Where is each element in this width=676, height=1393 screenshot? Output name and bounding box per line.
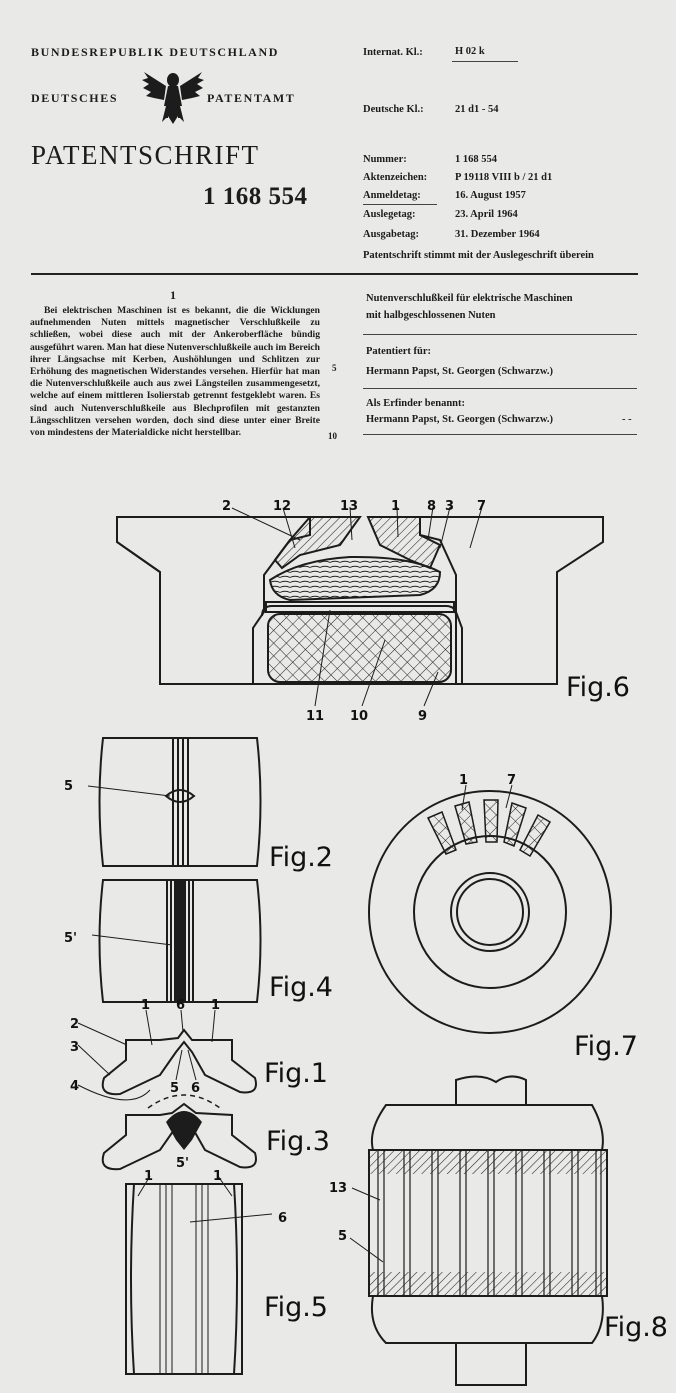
fig8-label-5: 5 <box>338 1229 347 1244</box>
figure-5-wedge-strip <box>125 1183 243 1375</box>
nummer-label: Nummer: <box>363 154 407 165</box>
invention-title-line2: mit halbgeschlossenen Nuten <box>366 310 496 321</box>
fig1-label-4: 4 <box>70 1079 79 1094</box>
anmeldetag-value: 16. August 1957 <box>455 190 526 201</box>
anmeldetag-label: Anmeldetag: <box>363 190 421 201</box>
inventor-value: Hermann Papst, St. Georgen (Schwarzw.) <box>366 414 553 425</box>
intl-class-value: H 02 k <box>455 46 485 57</box>
fig5-label-1b: 1 <box>213 1169 222 1184</box>
fig6-caption: Fig.6 <box>566 672 630 703</box>
figure-6-leader-lines <box>231 506 483 707</box>
description-paragraph: Bei elektrischen Maschinen ist es bekann… <box>30 305 320 439</box>
label-10: 10 <box>350 709 368 724</box>
document-type-title: PATENTSCHRIFT <box>31 140 260 170</box>
fig1-label-6: 6 <box>176 998 185 1013</box>
patented-for-value: Hermann Papst, St. Georgen (Schwarzw.) <box>366 366 553 377</box>
fig1-label-6b: 6 <box>191 1081 200 1096</box>
fig8-caption: Fig.8 <box>604 1312 668 1343</box>
intl-class-label: Internat. Kl.: <box>363 47 423 58</box>
fig3-caption: Fig.3 <box>266 1126 330 1157</box>
nummer-value: 1 168 554 <box>455 154 497 165</box>
column-number: 1 <box>170 288 176 302</box>
label-8: 8 <box>427 499 436 514</box>
office-name-left: DEUTSCHES <box>31 91 119 105</box>
label-7: 7 <box>477 499 486 514</box>
fig5-leaders <box>137 1175 273 1223</box>
fig7-label-1: 1 <box>459 773 468 788</box>
fig1-label-2: 2 <box>70 1017 79 1032</box>
figure-4-wedge-slot <box>98 879 262 1003</box>
fig5-label-1a: 1 <box>144 1169 153 1184</box>
figure-1-wedge-profile <box>101 1028 257 1096</box>
anmeldetag-underline <box>363 204 437 205</box>
de-class-label: Deutsche Kl.: <box>363 104 424 115</box>
label-12: 12 <box>273 499 291 514</box>
figure-2-wedge-top <box>98 737 262 867</box>
intl-class-underline <box>452 61 518 62</box>
label-5: 5 <box>64 779 73 794</box>
auslegetag-label: Auslegetag: <box>363 209 416 220</box>
fig2-caption: Fig.2 <box>269 842 333 873</box>
line-marker-5: 5 <box>332 363 337 373</box>
fig2-leader <box>87 785 171 797</box>
patented-for-label: Patentiert für: <box>366 346 432 357</box>
sidebar-divider-1 <box>363 334 637 335</box>
fig8-label-13: 13 <box>329 1181 347 1196</box>
label-1: 1 <box>391 499 400 514</box>
fig5-label-6: 6 <box>278 1211 287 1226</box>
country-name: BUNDESREPUBLIK DEUTSCHLAND <box>31 45 279 59</box>
office-name-right: PATENTAMT <box>207 91 296 105</box>
ausgabetag-label: Ausgabetag: <box>363 229 420 240</box>
aktenzeichen-value: P 19118 VIII b / 21 d1 <box>455 172 553 183</box>
fig8-leaders <box>349 1187 384 1263</box>
figure-7-slots <box>426 799 552 858</box>
sidebar-divider-3 <box>363 434 637 435</box>
description-text: Bei elektrischen Maschinen ist es bekann… <box>30 305 320 439</box>
inventor-dash: - - <box>622 414 632 425</box>
fig5-caption: Fig.5 <box>264 1292 328 1323</box>
label-9: 9 <box>418 709 427 724</box>
fig4-slot-fill <box>174 880 186 1002</box>
inventor-label: Als Erfinder benannt: <box>366 398 465 409</box>
aktenzeichen-label: Aktenzeichen: <box>363 172 428 183</box>
figure-8-lamination-bands <box>369 1150 607 1296</box>
fig7-leaders <box>461 784 513 811</box>
fig3-slot-fill <box>166 1111 202 1150</box>
fig4-leader <box>91 934 173 946</box>
conformity-note: Patentschrift stimmt mit der Auslegeschr… <box>363 250 594 261</box>
fig1-label-1a: 1 <box>141 998 150 1013</box>
figure-3-wedge-profile <box>101 1094 257 1171</box>
federal-eagle-icon <box>142 72 204 124</box>
label-11: 11 <box>306 709 324 724</box>
fig7-caption: Fig.7 <box>574 1031 638 1062</box>
label-2: 2 <box>222 499 231 514</box>
fig7-label-7: 7 <box>507 773 516 788</box>
header-divider <box>31 273 638 275</box>
line-marker-10: 10 <box>328 431 337 441</box>
label-13: 13 <box>340 499 358 514</box>
sidebar-divider-2 <box>363 388 637 389</box>
figure-6-slot-section <box>116 516 604 685</box>
fig4-caption: Fig.4 <box>269 972 333 1003</box>
fig1-leaders <box>77 1009 216 1101</box>
label-3: 3 <box>445 499 454 514</box>
fig1-label-5: 5 <box>170 1081 179 1096</box>
fig3-label-5-prime: 5' <box>176 1156 189 1171</box>
label-5-prime: 5' <box>64 931 77 946</box>
auslegetag-value: 23. April 1964 <box>455 209 518 220</box>
de-class-value: 21 d1 - 54 <box>455 104 499 115</box>
fig1-caption: Fig.1 <box>264 1058 328 1089</box>
invention-title-line1: Nutenverschlußkeil für elektrische Masch… <box>366 293 573 304</box>
fig1-label-3: 3 <box>70 1040 79 1055</box>
patent-number: 1 168 554 <box>203 183 308 210</box>
figure-8-slot-bars <box>377 1150 602 1296</box>
fig1-label-1b: 1 <box>211 998 220 1013</box>
ausgabetag-value: 31. Dezember 1964 <box>455 229 540 240</box>
